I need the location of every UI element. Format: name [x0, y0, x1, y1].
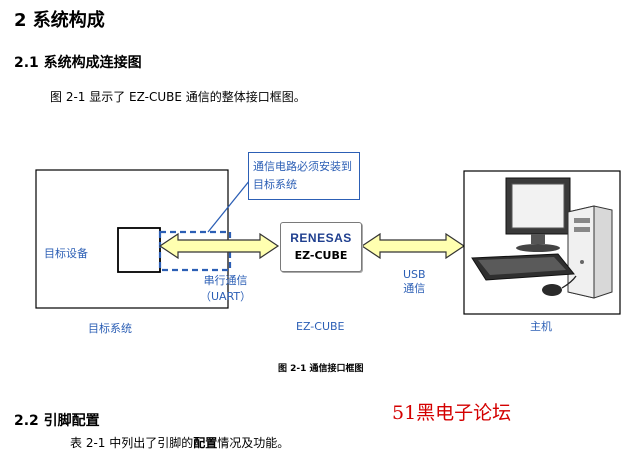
section-2-2-text-after: 情况及功能。 [217, 436, 290, 450]
section-2-2-title: 2.2 引脚配置 [14, 413, 100, 429]
figure-caption: 图 2-1 通信接口框图 [278, 364, 364, 374]
serial-comm-line-2: （UART） [200, 290, 252, 303]
section-2-2-text-bold: 配置 [193, 436, 218, 450]
monitor-screen [511, 183, 565, 229]
page-heading: 2 系统构成 [14, 10, 105, 31]
section-2-1-title: 2.1 系统构成连接图 [14, 55, 142, 71]
section-2-2-text: 表 2-1 中列出了引脚的配置情况及功能。 [70, 434, 289, 451]
callout-box: 通信电路必须安装到 目标系统 [248, 152, 360, 200]
serial-comm-label: 串行通信 （UART） [200, 273, 251, 305]
callout-line-2: 目标系统 [253, 178, 297, 191]
usb-line-1: USB [403, 268, 426, 281]
usb-double-arrow [360, 232, 466, 260]
host-computer-illustration [463, 170, 621, 315]
ez-cube-box-name: EZ-CUBE [294, 249, 348, 262]
callout-pointer [207, 179, 251, 233]
host-label: 主机 [530, 320, 552, 333]
ez-cube-caption: EZ-CUBE [296, 320, 345, 333]
mouse [542, 284, 562, 296]
renesas-logo: RENESAS [290, 231, 352, 245]
ez-cube-device: RENESAS EZ-CUBE [280, 222, 362, 272]
serial-comm-line-1: 串行通信 [203, 274, 248, 287]
usb-comm-label: USB 通信 [403, 268, 426, 296]
comm-circuit-dashed-box [158, 230, 232, 272]
target-device-label: 目标设备 [44, 247, 88, 260]
usb-line-2: 通信 [403, 282, 426, 295]
callout-line-1: 通信电路必须安装到 [253, 160, 352, 173]
target-device-box [117, 227, 161, 273]
watermark: 51黑电子论坛 [392, 402, 512, 424]
section-2-2-text-before: 表 2-1 中列出了引脚的 [70, 436, 194, 450]
target-system-label: 目标系统 [88, 322, 132, 335]
section-2-1-intro: 图 2-1 显示了 EZ-CUBE 通信的整体接口框图。 [50, 90, 306, 104]
serial-double-arrow [158, 232, 280, 260]
